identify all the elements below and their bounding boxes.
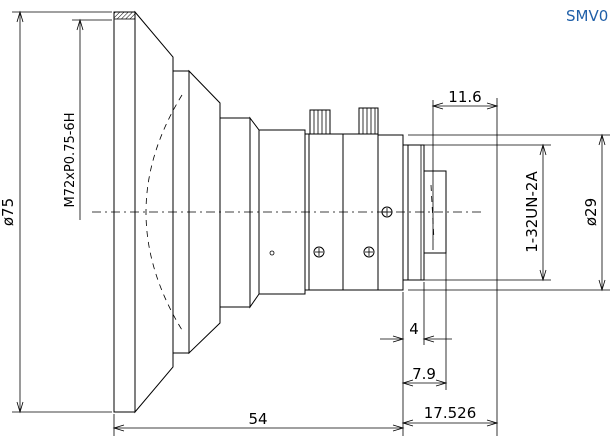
iris-knob [358,107,379,135]
outer-diameter-label: ø75 [0,198,17,226]
flange-back-label: 17.526 [424,404,477,422]
rear-b-label: 7.9 [412,365,436,383]
length-label: 54 [248,410,267,428]
focus-knob [309,109,331,135]
flange-depth-label: 11.6 [448,88,481,106]
screw-icon [269,206,393,258]
mount-diameter-label: ø29 [582,198,600,226]
dimension-lines [12,10,610,436]
lens-body [113,10,447,414]
filter-thread-label: M72xP0.75-6H [63,113,78,208]
rear-a-label: 4 [409,320,419,338]
model-title: SMV0 [566,7,609,25]
mount-thread-label: 1-32UN-2A [523,171,541,253]
